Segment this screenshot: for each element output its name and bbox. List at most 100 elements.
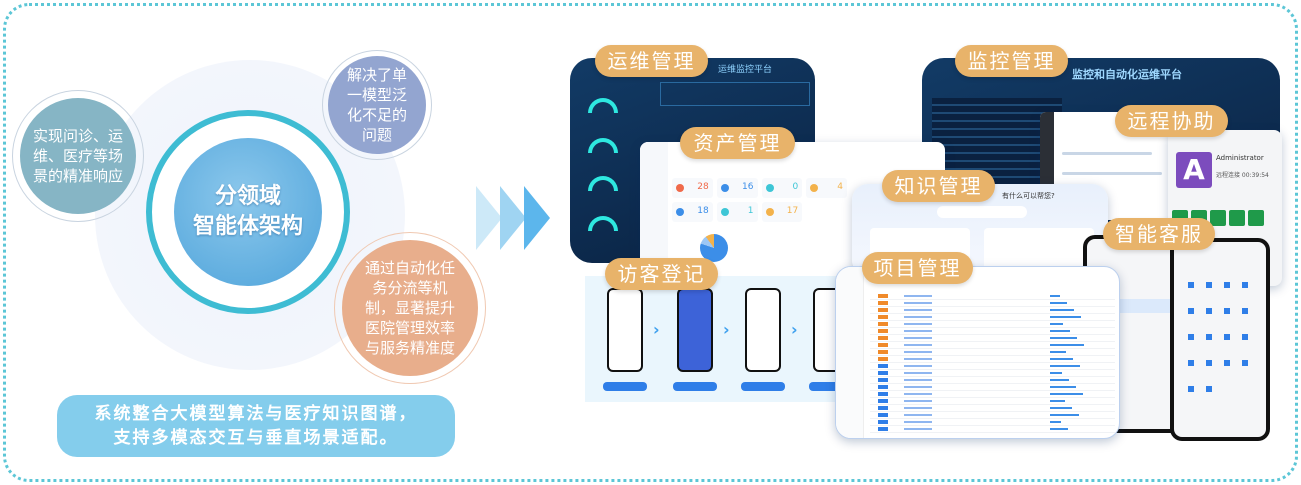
- monitor-screen-title: 监控和自动化运维平台: [1072, 68, 1182, 81]
- table-row[interactable]: [870, 398, 1115, 405]
- table-row[interactable]: [870, 335, 1115, 342]
- service-app-icon[interactable]: [1242, 282, 1248, 288]
- stat-dot-icon: [765, 184, 774, 192]
- visitor-phone: [607, 288, 643, 372]
- bubble-efficiency: 通过自动化任务分流等机制，显著提升医院管理效率与服务精准度: [342, 240, 478, 376]
- table-row[interactable]: [870, 300, 1115, 307]
- step-button[interactable]: [809, 382, 853, 391]
- center-line2: 智能体架构: [192, 214, 303, 239]
- table-row[interactable]: [870, 342, 1115, 349]
- table-row[interactable]: [870, 349, 1115, 356]
- label-service: 智能客服: [1103, 218, 1215, 250]
- table-row[interactable]: [870, 384, 1115, 391]
- service-app-icon[interactable]: [1242, 334, 1248, 340]
- monitor-icon[interactable]: [1248, 210, 1264, 226]
- gauge-icon: [588, 98, 618, 113]
- visitor-phone: [745, 288, 781, 372]
- project-sidebar: [836, 267, 864, 438]
- asset-sidebar: [640, 142, 668, 277]
- service-app-icon[interactable]: [1224, 334, 1230, 340]
- step-button[interactable]: [741, 382, 785, 391]
- stat-value: 17: [786, 206, 799, 216]
- table-row[interactable]: [870, 363, 1115, 370]
- chevron-right-icon: ›: [791, 320, 798, 339]
- stat-value: 28: [697, 182, 709, 192]
- service-app-icon[interactable]: [1206, 282, 1212, 288]
- stat-value: 1: [747, 206, 754, 216]
- speaker-icon[interactable]: [1210, 210, 1226, 226]
- phone-icon[interactable]: [1229, 210, 1245, 226]
- remote-status: 远程连接 00:39:54: [1216, 172, 1269, 179]
- service-app-icon[interactable]: [1188, 308, 1194, 314]
- visitor-phone: [677, 288, 713, 372]
- table-row[interactable]: [870, 377, 1115, 384]
- project-table: [870, 293, 1115, 433]
- service-app-icon[interactable]: [1188, 386, 1194, 392]
- stat-dot-icon: [810, 184, 819, 192]
- bubble-ring: [334, 232, 486, 384]
- chevron-right-icon: ›: [723, 320, 730, 339]
- stat-card: 1: [716, 202, 758, 222]
- bubble-generalization: 解决了单一模型泛化不足的问题: [328, 56, 426, 154]
- service-app-icon[interactable]: [1188, 360, 1194, 366]
- visitor-screen: › › ›: [585, 276, 853, 402]
- service-app-icon[interactable]: [1188, 282, 1194, 288]
- table-row[interactable]: [870, 370, 1115, 377]
- stat-card: 16: [716, 178, 758, 198]
- table-row[interactable]: [870, 307, 1115, 314]
- gauge-icon: [588, 138, 618, 153]
- service-app-icon[interactable]: [1224, 360, 1230, 366]
- stat-value: 0: [792, 182, 799, 192]
- stat-card: 0: [761, 178, 803, 198]
- center-node: 分领域 智能体架构: [174, 138, 322, 286]
- service-app-icon[interactable]: [1206, 334, 1212, 340]
- knowledge-search-input[interactable]: [937, 206, 1027, 218]
- label-knowledge: 知识管理: [882, 170, 995, 202]
- service-app-icon[interactable]: [1206, 386, 1212, 392]
- table-row[interactable]: [870, 321, 1115, 328]
- gauge-icon: [588, 176, 618, 191]
- service-app-icon[interactable]: [1242, 360, 1248, 366]
- table-row[interactable]: [870, 293, 1115, 300]
- stat-dot-icon: [720, 208, 729, 216]
- step-button[interactable]: [603, 382, 647, 391]
- table-row[interactable]: [870, 419, 1115, 426]
- table-row[interactable]: [870, 328, 1115, 335]
- table-row[interactable]: [870, 391, 1115, 398]
- banner-line2: 支持多模态交互与垂直场景适配。: [113, 428, 399, 448]
- label-remote: 远程协助: [1115, 105, 1228, 137]
- stat-dot-icon: [720, 184, 729, 192]
- stat-dot-icon: [765, 208, 774, 216]
- chevron-right-icon: ›: [653, 320, 660, 339]
- label-asset: 资产管理: [680, 127, 795, 159]
- label-visitor: 访客登记: [605, 258, 718, 290]
- table-row[interactable]: [870, 426, 1115, 433]
- service-app-icon[interactable]: [1206, 308, 1212, 314]
- service-app-icon[interactable]: [1242, 308, 1248, 314]
- stat-dot-icon: [676, 208, 684, 216]
- stat-card: 18: [672, 202, 713, 222]
- service-app-icon[interactable]: [1206, 360, 1212, 366]
- chevron-right-icon: [500, 186, 526, 250]
- summary-banner: 系统整合大模型算法与医疗知识图谱， 支持多模态交互与垂直场景适配。: [57, 395, 455, 457]
- bubble-precision: 实现问诊、运维、医疗等场景的精准响应: [20, 98, 136, 214]
- service-app-icon[interactable]: [1224, 308, 1230, 314]
- table-row[interactable]: [870, 405, 1115, 412]
- center-line1: 分领域: [214, 184, 281, 209]
- bubble-ring: [12, 90, 144, 222]
- stat-card: 17: [761, 202, 803, 222]
- gauge-icon: [588, 216, 618, 231]
- service-app-icon[interactable]: [1188, 334, 1194, 340]
- service-phone-2: [1170, 238, 1270, 441]
- chevron-right-icon: [524, 186, 550, 250]
- table-row[interactable]: [870, 412, 1115, 419]
- table-row[interactable]: [870, 356, 1115, 363]
- table-row[interactable]: [870, 314, 1115, 321]
- ops-screen-title: 运维监控平台: [718, 65, 773, 75]
- service-app-icon[interactable]: [1224, 282, 1230, 288]
- stat-card: 28: [672, 178, 713, 198]
- chevron-right-icon: [476, 186, 502, 250]
- bubble-ring: [322, 50, 432, 160]
- step-button[interactable]: [673, 382, 717, 391]
